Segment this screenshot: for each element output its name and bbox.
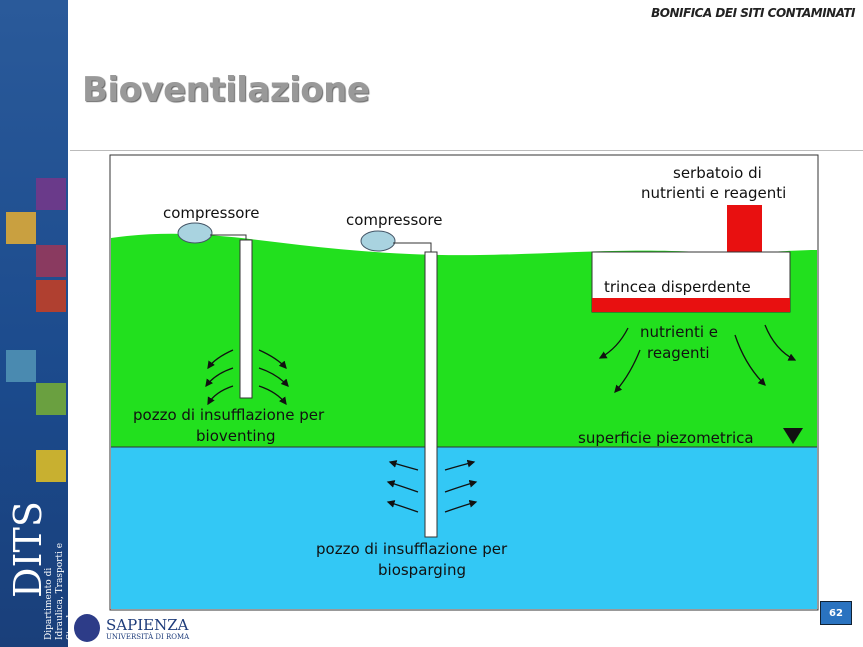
page-number: 62 (820, 601, 852, 625)
course-title: BONIFICA DEI SITI CONTAMINATI (651, 6, 855, 20)
compressor-icon (177, 222, 213, 244)
slide-title: Bioventilazione (82, 70, 370, 110)
biosparging-label-1: pozzo di insufflazione per (316, 540, 508, 558)
compressor-label-left: compressore (163, 204, 260, 222)
mosaic-tile (36, 280, 66, 312)
sapienza-logo: SAPIENZA (106, 616, 189, 634)
compressor-icon (360, 230, 396, 252)
nutrient-tank (727, 205, 762, 253)
nutrients-label-2: reagenti (647, 344, 710, 362)
nutrients-label-1: nutrienti e (640, 323, 718, 341)
compressor-label-right: compressore (346, 211, 443, 229)
bioventing-well-pipe (239, 239, 253, 399)
trench-label: trincea disperdente (604, 278, 751, 296)
bioventing-label-2: bioventing (196, 427, 276, 445)
mosaic-tile (36, 245, 66, 277)
water-table-label: superficie piezometrica (578, 429, 754, 447)
water-table-triangle-icon (783, 428, 803, 444)
mosaic-tile (36, 450, 66, 482)
bioventing-label-1: pozzo di insufflazione per (133, 406, 325, 424)
sapienza-seal-logo (74, 614, 100, 642)
title-divider (70, 150, 863, 151)
sidebar-banner: DITS Dipartimento di Idraulica, Trasport… (0, 0, 76, 647)
tank-label-2: nutrienti e reagenti (641, 184, 786, 202)
groundwater-layer (111, 447, 817, 609)
biosparging-label-2: biosparging (378, 561, 466, 579)
sapienza-subtitle: UNIVERSITÀ DI ROMA (106, 633, 190, 641)
mosaic-tile (6, 212, 36, 244)
biosparging-well-pipe (424, 251, 438, 538)
mosaic-tile (36, 178, 66, 210)
mosaic-tile (6, 350, 36, 382)
mosaic-tile (36, 383, 66, 415)
tank-label-1: serbatoio di (673, 164, 762, 182)
